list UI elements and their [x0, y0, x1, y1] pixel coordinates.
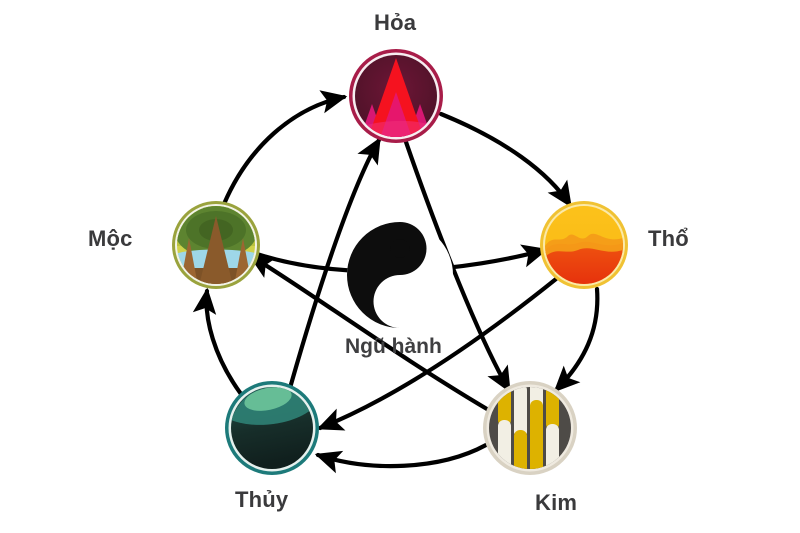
element-label-hoa: Hỏa	[374, 10, 417, 35]
element-label-thuy: Thủy	[235, 487, 289, 512]
element-node-thuy[interactable]	[225, 381, 319, 475]
arrow-moc-sinh-hoa	[221, 90, 348, 207]
element-label-moc: Mộc	[88, 226, 133, 251]
yinyang-yang-dot	[390, 292, 410, 311]
arrow-kim-khac-moc	[248, 253, 495, 415]
arrow-tho-sinh-kim	[553, 286, 600, 393]
element-label-kim: Kim	[535, 490, 578, 515]
element-node-kim[interactable]	[483, 381, 577, 475]
element-node-moc[interactable]	[172, 201, 260, 290]
element-node-hoa[interactable]	[349, 49, 443, 143]
arrow-thuy-sinh-moc	[192, 287, 244, 397]
element-label-tho: Thổ	[648, 226, 689, 251]
arrow-kim-sinh-thuy	[314, 442, 489, 474]
yin-yang-icon	[347, 222, 453, 328]
arrow-thuy-khac-hoa	[287, 137, 382, 391]
water-drop-icon	[231, 387, 313, 425]
kim-bar-gold-3	[530, 400, 543, 469]
metal-bars-icon	[498, 387, 559, 469]
tho-lower-terrain	[545, 241, 623, 284]
kim-bar-cream-2	[514, 387, 527, 438]
tho-ridge-highlight	[545, 233, 623, 257]
thuy-highlight	[244, 387, 292, 411]
kim-bar-gold-2	[514, 430, 527, 469]
arrow-hoa-sinh-tho	[438, 111, 573, 208]
arrow-hoa-khac-kim	[403, 139, 512, 393]
moc-trunk-center	[198, 216, 234, 284]
arrow-tho-khac-thuy	[316, 276, 559, 431]
element-node-tho[interactable]	[540, 201, 628, 290]
center-label-ngu-hanh: Ngũ hành	[345, 335, 442, 358]
generating-cycle-arrows	[192, 90, 600, 474]
yinyang-yin-dot	[390, 239, 410, 258]
earth-icon	[545, 233, 623, 284]
